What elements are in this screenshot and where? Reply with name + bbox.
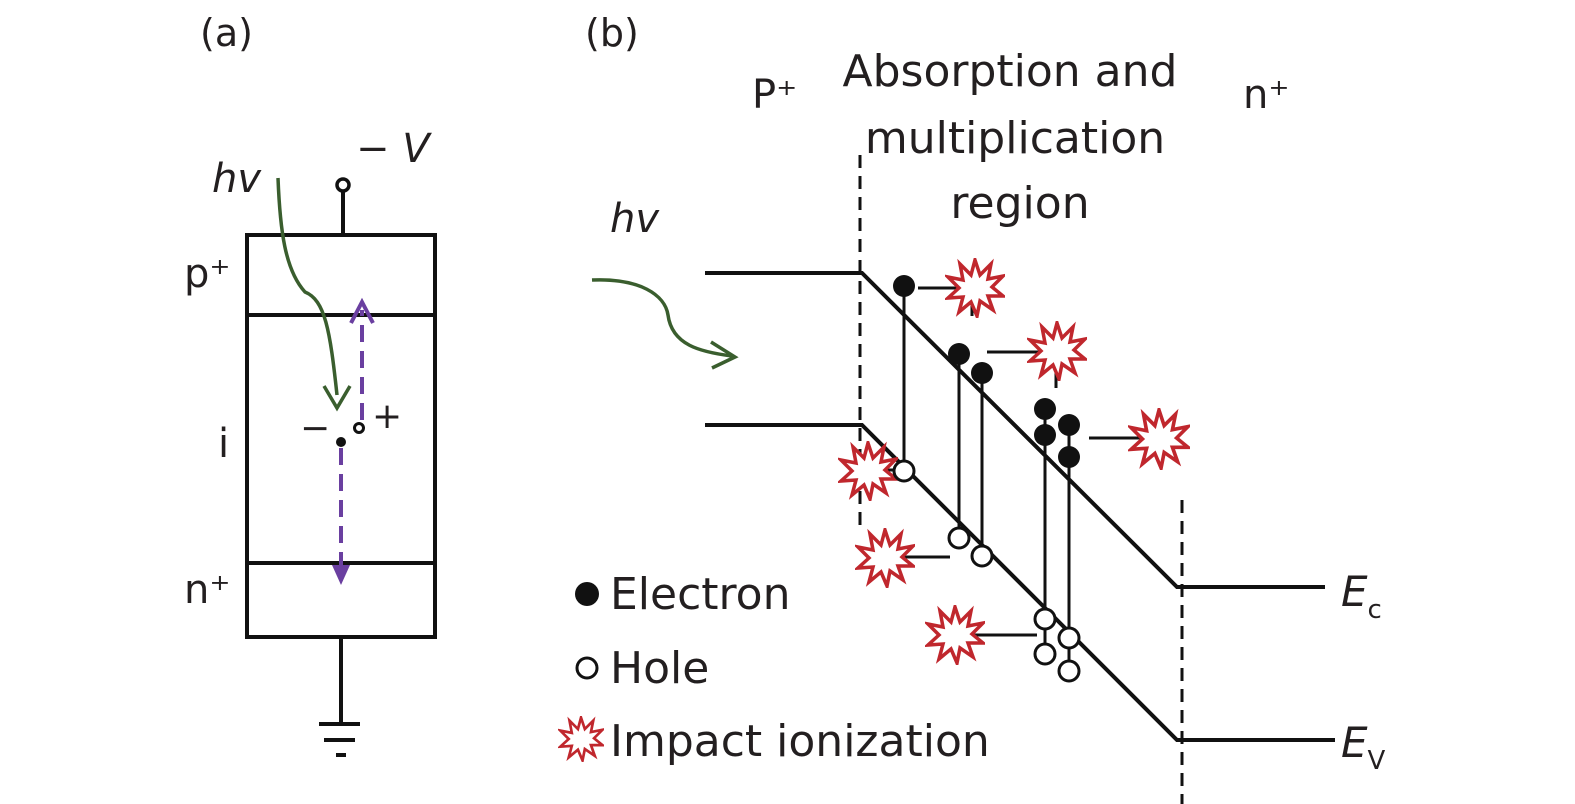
hole-arrowhead-icon bbox=[349, 297, 375, 324]
hole-sign: + bbox=[372, 396, 402, 437]
legend-hole-icon bbox=[575, 656, 599, 680]
electron-icon bbox=[1034, 424, 1056, 446]
electron-arrowhead-icon bbox=[332, 565, 350, 585]
impact-ionization-icon bbox=[856, 528, 915, 588]
holes bbox=[892, 459, 1081, 683]
photon-arrowhead-b-icon bbox=[710, 340, 739, 370]
panel-a-label: (a) bbox=[200, 11, 253, 55]
hole-icon bbox=[1033, 607, 1057, 631]
electron-icon bbox=[948, 343, 970, 365]
impact-bursts bbox=[839, 258, 1190, 665]
legend-hole-label: Hole bbox=[610, 643, 709, 694]
terminal-node-icon bbox=[335, 177, 351, 193]
impact-ionization-icon bbox=[926, 605, 985, 665]
valence-band-line bbox=[705, 423, 1335, 742]
voltage-label: − V bbox=[356, 126, 432, 172]
legend-electron-label: Electron bbox=[610, 569, 790, 620]
photon-path-b bbox=[591, 278, 733, 358]
electron-icon bbox=[1034, 398, 1056, 420]
electron-icon bbox=[1058, 446, 1080, 468]
hole-icon bbox=[1057, 659, 1081, 683]
electron-icon bbox=[893, 275, 915, 297]
hole-icon bbox=[970, 544, 994, 568]
legend-electron-icon bbox=[575, 582, 599, 606]
conduction-band-line bbox=[705, 271, 1325, 589]
hole-icon bbox=[1033, 642, 1057, 666]
legend: Electron Hole Impact ionization bbox=[558, 569, 990, 767]
region-label-p: P⁺ bbox=[752, 72, 797, 118]
electron-sign: − bbox=[300, 408, 330, 449]
photon-label-b: hv bbox=[610, 196, 660, 242]
layer-label-p: p⁺ bbox=[184, 251, 231, 297]
panel-a: (a) p⁺ i n⁺ − V hv − + bbox=[184, 11, 437, 757]
photon-path-a bbox=[276, 177, 339, 396]
valence-band-label: EV bbox=[1341, 718, 1386, 776]
panel-b-label: (b) bbox=[585, 11, 639, 55]
electron-icon bbox=[1058, 414, 1080, 436]
panel-b: (b) P⁺ Absorption and multiplication reg… bbox=[558, 11, 1386, 804]
hole-dot-icon bbox=[353, 422, 365, 434]
electron-icon bbox=[971, 362, 993, 384]
electrons bbox=[893, 275, 1080, 468]
legend-impact-label: Impact ionization bbox=[610, 716, 990, 767]
region-label-middle-3: region bbox=[950, 178, 1089, 229]
region-label-middle-2: multiplication bbox=[865, 113, 1165, 164]
hole-icon bbox=[1057, 626, 1081, 650]
photon-arrowhead-icon bbox=[322, 385, 352, 412]
ground-icon bbox=[319, 722, 360, 757]
layer-label-n: n⁺ bbox=[184, 567, 230, 613]
electron-dot-icon bbox=[336, 437, 346, 447]
region-label-n: n⁺ bbox=[1243, 72, 1289, 118]
legend-impact-icon bbox=[558, 716, 604, 762]
hole-icon bbox=[947, 526, 971, 550]
photon-label-a: hv bbox=[212, 156, 262, 202]
layer-label-i: i bbox=[218, 421, 229, 467]
conduction-band-label: Ec bbox=[1341, 567, 1382, 625]
hole-icon bbox=[892, 459, 916, 483]
region-label-middle-1: Absorption and bbox=[843, 46, 1178, 97]
